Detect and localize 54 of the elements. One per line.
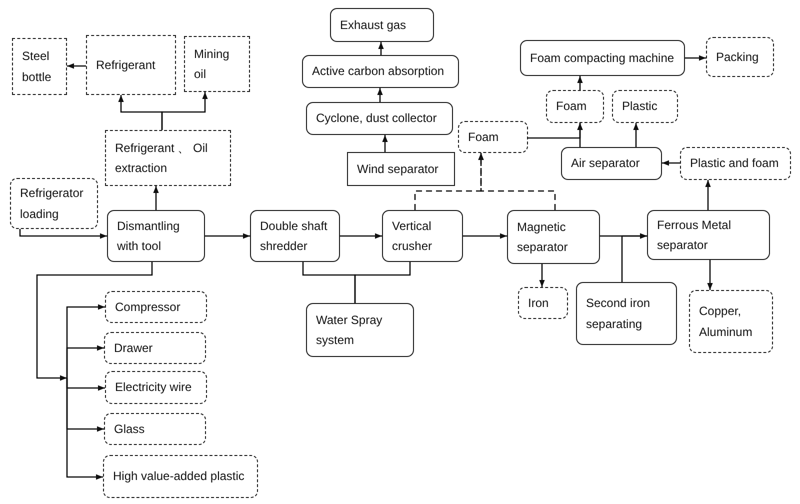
process-box: Foam compacting machine xyxy=(520,40,685,76)
arrow xyxy=(161,92,208,130)
material-box: Iron xyxy=(518,287,568,319)
material-box: Refrigerator loading xyxy=(10,178,98,229)
arrow xyxy=(621,233,647,282)
process-box: Ferrous Metal separator xyxy=(647,210,770,260)
process-box: Dismantling with tool xyxy=(107,210,205,262)
arrow xyxy=(377,88,383,102)
material-box: Refrigerant 、 Oil extraction xyxy=(105,130,231,186)
process-box: Double shaft shredder xyxy=(250,210,340,262)
material-box: High value-added plastic xyxy=(103,455,258,498)
arrow xyxy=(577,123,583,147)
material-box: Copper, Aluminum xyxy=(689,290,773,353)
material-box: Packing xyxy=(706,37,774,77)
material-box: Electricity wire xyxy=(105,371,207,404)
connector-line xyxy=(354,262,411,303)
arrow xyxy=(577,76,583,90)
process-box: Exhaust gas xyxy=(330,8,434,42)
process-box: Second iron separating xyxy=(576,282,677,345)
arrow xyxy=(382,135,388,152)
arrow xyxy=(66,378,103,480)
process-box: Air separator xyxy=(561,147,662,180)
material-box: Steel bottle xyxy=(12,38,67,95)
material-box: Plastic xyxy=(612,90,678,123)
material-box: Mining oil xyxy=(184,36,250,92)
arrow xyxy=(463,233,507,239)
arrow xyxy=(66,345,104,378)
arrow xyxy=(705,180,711,210)
process-box: Wind separator xyxy=(347,152,455,186)
arrow xyxy=(378,42,384,55)
process-box: Active carbon absorption xyxy=(302,55,459,88)
process-box: Magnetic separator xyxy=(507,210,600,264)
material-box: Compressor xyxy=(105,291,207,323)
arrow xyxy=(153,186,159,210)
material-box: Foam xyxy=(546,90,604,123)
arrow xyxy=(478,153,556,210)
arrow xyxy=(707,260,713,290)
arrow xyxy=(340,233,382,239)
arrow xyxy=(685,55,706,61)
material-box: Plastic and foam xyxy=(680,147,791,180)
material-box: Glass xyxy=(104,413,206,445)
arrow xyxy=(633,123,639,147)
arrow xyxy=(36,262,153,381)
process-box: Vertical crusher xyxy=(382,210,463,262)
arrow xyxy=(205,233,250,239)
material-box: Refrigerant xyxy=(86,35,176,95)
arrow xyxy=(662,160,680,166)
process-box: Water Spray system xyxy=(306,303,414,357)
process-box: Cyclone, dust collector xyxy=(306,102,453,135)
material-box: Drawer xyxy=(104,332,206,364)
material-box: Foam xyxy=(458,121,528,153)
arrow xyxy=(19,229,107,239)
arrow xyxy=(67,63,86,69)
arrow xyxy=(539,264,545,287)
